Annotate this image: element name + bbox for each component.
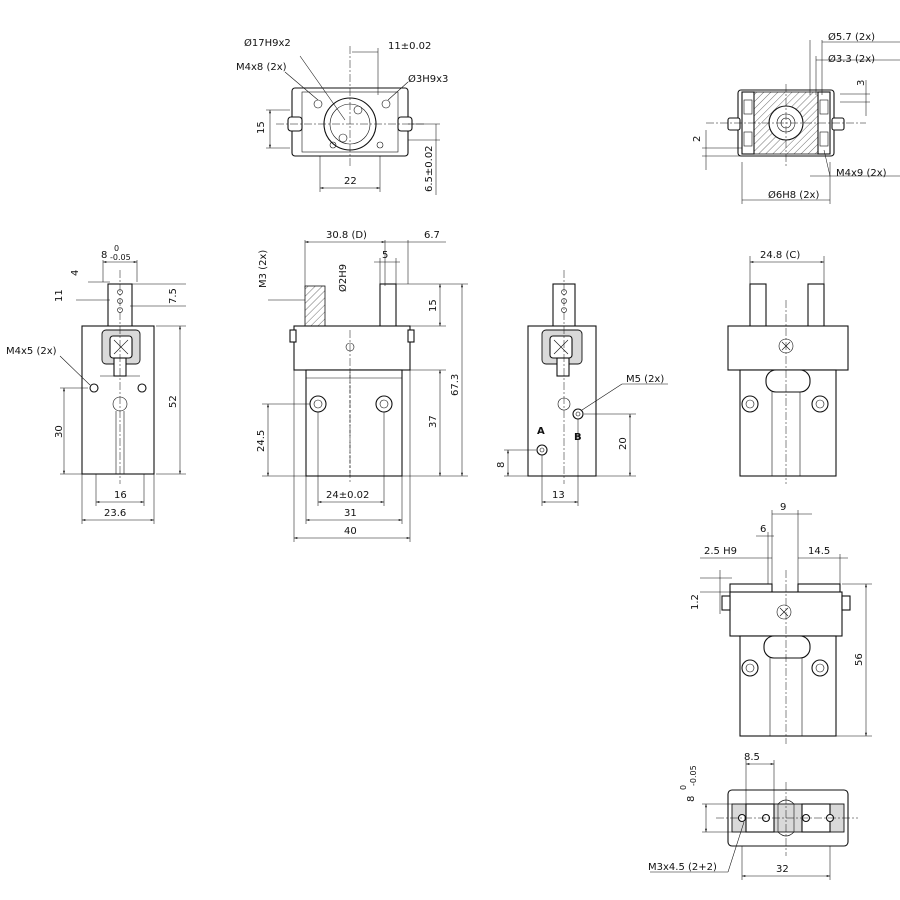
port-a: A <box>537 426 545 437</box>
label-m4x9: M4x9 (2x) <box>836 168 887 179</box>
label-5: 5 <box>382 250 388 261</box>
label-6-7: 6.7 <box>424 230 440 241</box>
label-22: 22 <box>344 176 357 187</box>
label-tol-up: 0 <box>679 785 688 790</box>
top-view: Ø17H9x2 M4x8 (2x) 11±0.02 Ø3H9x3 15 22 6… <box>236 37 448 195</box>
label-d2: Ø2H9 <box>337 264 349 292</box>
top-right-view: Ø5.7 (2x) Ø3.3 (2x) 3 2 M4x9 (2x) Ø6H8 (… <box>692 31 900 204</box>
label-20: 20 <box>618 437 629 450</box>
label-7-5: 7.5 <box>168 288 179 304</box>
label-6: 6 <box>760 524 766 535</box>
label-m3: M3 (2x) <box>258 250 269 288</box>
label-31: 31 <box>344 508 357 519</box>
label-67-3: 67.3 <box>450 374 461 396</box>
label-m4x8: M4x8 (2x) <box>236 62 287 73</box>
front-view: 30.8 (D) 6.7 M3 (2x) Ø2H9 5 15 67.3 37 2… <box>256 230 468 542</box>
label-8: 8 <box>496 462 507 468</box>
label-9: 9 <box>780 502 786 513</box>
side-view: M5 (2x) A B 8 20 13 <box>496 270 668 506</box>
label-tol-low: -0.05 <box>110 253 131 262</box>
label-2: 2 <box>692 136 703 142</box>
label-11: 11 <box>54 289 65 302</box>
port-b: B <box>574 432 582 443</box>
back-view: 24.8 (C) <box>727 250 849 484</box>
label-15: 15 <box>256 121 267 134</box>
label-52: 52 <box>168 395 179 408</box>
label-d3: Ø3H9x3 <box>408 73 448 85</box>
label-14-5: 14.5 <box>808 546 830 557</box>
label-1-2: 1.2 <box>690 594 701 610</box>
label-30: 30 <box>54 425 65 438</box>
label-40: 40 <box>344 526 357 537</box>
label-tol-up: 0 <box>114 244 119 253</box>
label-8: 8 <box>101 250 107 261</box>
label-24-8: 24.8 (C) <box>760 250 800 261</box>
label-37: 37 <box>428 415 439 428</box>
label-3: 3 <box>856 80 867 86</box>
label-16: 16 <box>114 490 127 501</box>
label-24: 24±0.02 <box>326 490 369 501</box>
label-8: 8 <box>686 796 697 802</box>
label-d6: Ø6H8 (2x) <box>768 189 819 201</box>
label-32: 32 <box>776 864 789 875</box>
label-m5: M5 (2x) <box>626 374 664 385</box>
label-8-5: 8.5 <box>744 752 760 763</box>
label-d3-3: Ø3.3 (2x) <box>828 53 875 65</box>
label-13: 13 <box>552 490 565 501</box>
label-d17: Ø17H9x2 <box>244 37 291 49</box>
label-2-5: 2.5 H9 <box>704 546 737 557</box>
label-56: 56 <box>854 653 865 666</box>
label-30-8: 30.8 (D) <box>326 230 367 241</box>
label-23-6: 23.6 <box>104 508 126 519</box>
label-m3x4-5: M3x4.5 (2+2) <box>648 862 717 873</box>
label-24-5: 24.5 <box>256 430 267 452</box>
label-15: 15 <box>428 299 439 312</box>
label-6-5: 6.5±0.02 <box>424 145 435 192</box>
open-view: 9 6 2.5 H9 14.5 1.2 56 <box>690 502 872 744</box>
label-m4x5: M4x5 (2x) <box>6 346 57 357</box>
left-view: 8 0 -0.05 4 11 7.5 M4x5 (2x) 52 30 16 23… <box>6 244 186 524</box>
label-d5-7: Ø5.7 (2x) <box>828 31 875 43</box>
label-11: 11±0.02 <box>388 41 431 52</box>
label-tol-low: -0.05 <box>689 765 698 786</box>
label-4: 4 <box>70 270 81 276</box>
bottom-view: 8.5 8 0 -0.05 M3x4.5 (2+2) 32 <box>648 752 858 880</box>
